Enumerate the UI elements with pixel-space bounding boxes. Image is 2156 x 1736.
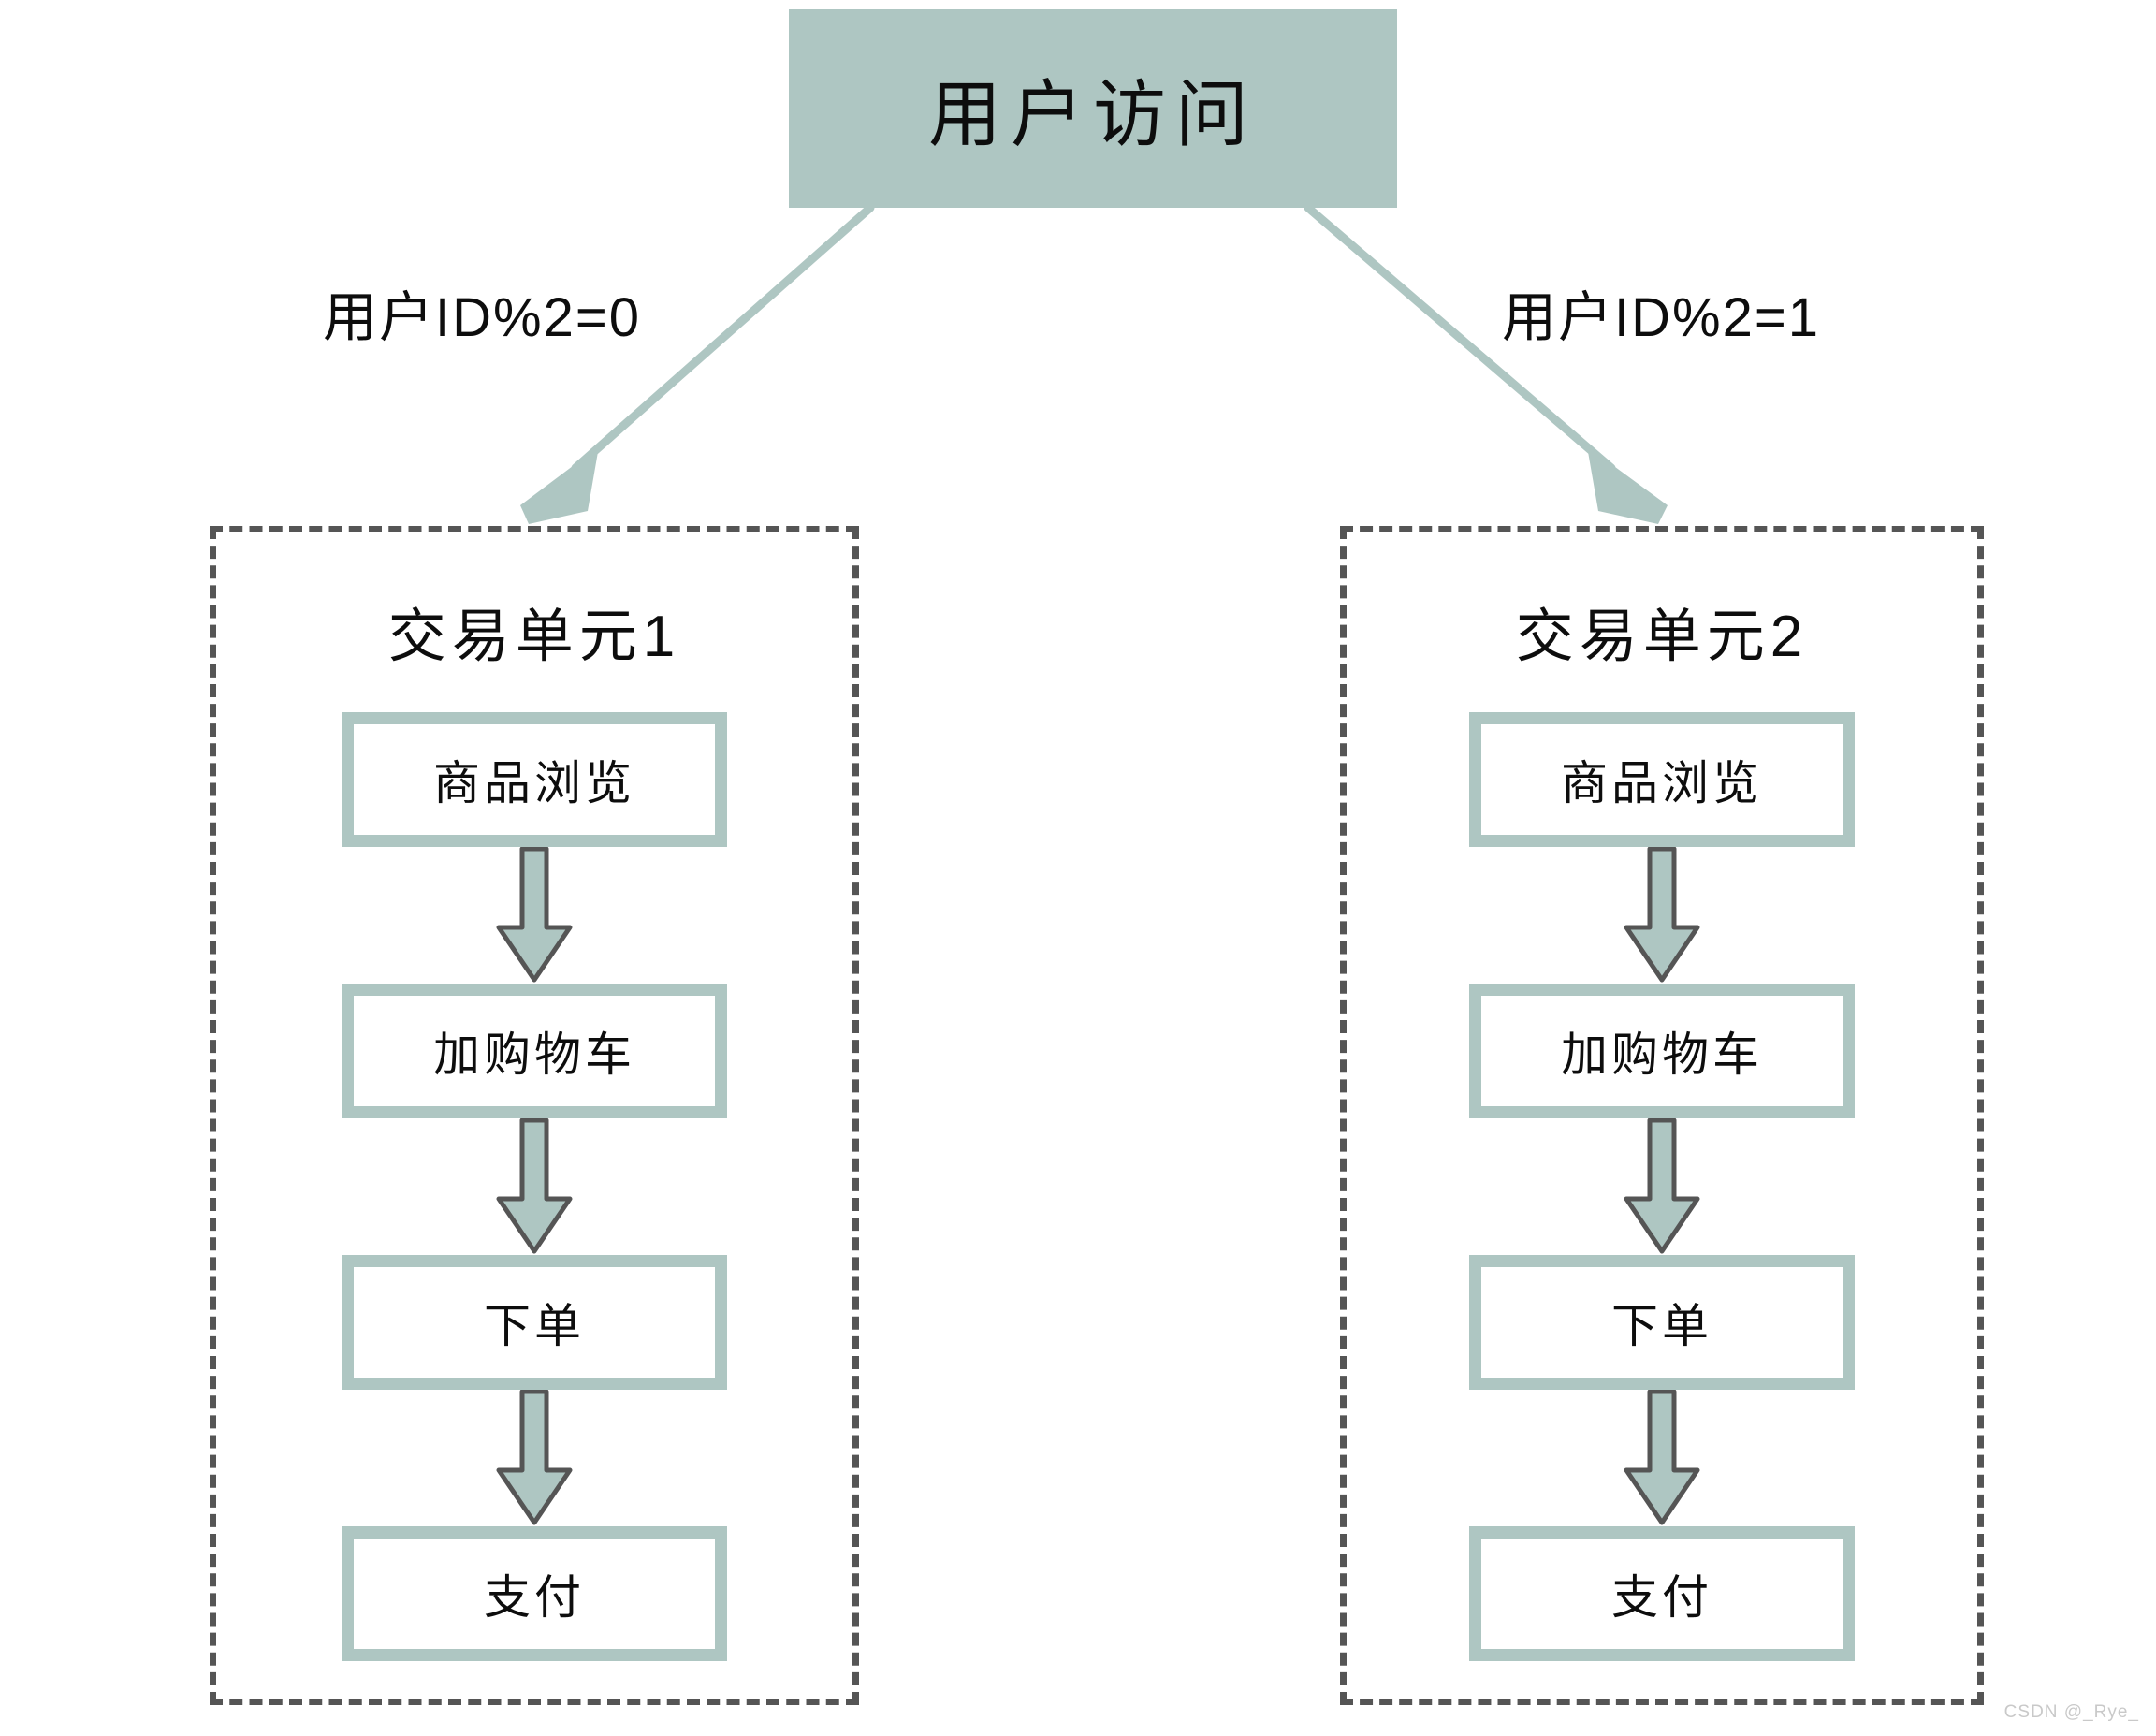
unit-container-2[interactable]: 交易单元2 商品浏览 加购物车 下单 支付 xyxy=(1340,526,1984,1705)
step-box-order-2[interactable]: 下单 xyxy=(1469,1255,1855,1390)
root-node-label: 用户访问 xyxy=(927,73,1258,155)
step-stack-2: 商品浏览 加购物车 下单 支付 xyxy=(1347,712,1977,1661)
down-arrow-icon xyxy=(1624,1390,1700,1525)
down-arrow-icon xyxy=(1624,847,1700,983)
step-label-pay-2: 支付 xyxy=(1611,1571,1712,1624)
step-box-pay-1[interactable]: 支付 xyxy=(342,1526,727,1661)
step-stack-1: 商品浏览 加购物车 下单 支付 xyxy=(216,712,852,1661)
unit-container-1[interactable]: 交易单元1 商品浏览 加购物车 下单 支付 xyxy=(210,526,859,1705)
unit-title-1: 交易单元1 xyxy=(387,605,681,669)
step-box-cart-1[interactable]: 加购物车 xyxy=(342,984,727,1118)
step-label-browse-1: 商品浏览 xyxy=(433,757,635,810)
root-node[interactable]: 用户访问 xyxy=(791,11,1395,206)
down-arrow-icon xyxy=(1624,1118,1700,1254)
step-label-cart-2: 加购物车 xyxy=(1561,1028,1763,1081)
step-box-cart-2[interactable]: 加购物车 xyxy=(1469,984,1855,1118)
step-box-order-1[interactable]: 下单 xyxy=(342,1255,727,1390)
down-arrow-icon xyxy=(496,1390,573,1525)
step-box-browse-1[interactable]: 商品浏览 xyxy=(342,712,727,847)
step-label-order-2: 下单 xyxy=(1611,1300,1712,1352)
watermark: CSDN @_Rye_ xyxy=(2003,1702,2139,1722)
arrowhead-right xyxy=(1587,446,1668,524)
arrowhead-left xyxy=(520,446,599,524)
step-box-browse-2[interactable]: 商品浏览 xyxy=(1469,712,1855,847)
edge-label-right: 用户ID%2=1 xyxy=(1502,287,1820,348)
step-label-cart-1: 加购物车 xyxy=(433,1028,635,1081)
step-label-browse-2: 商品浏览 xyxy=(1561,757,1763,810)
step-box-pay-2[interactable]: 支付 xyxy=(1469,1526,1855,1661)
edge-label-left: 用户ID%2=0 xyxy=(323,287,641,348)
step-label-pay-1: 支付 xyxy=(484,1571,585,1624)
down-arrow-icon xyxy=(496,847,573,983)
down-arrow-icon xyxy=(496,1118,573,1254)
unit-title-2: 交易单元2 xyxy=(1515,605,1809,669)
step-label-order-1: 下单 xyxy=(484,1300,585,1352)
